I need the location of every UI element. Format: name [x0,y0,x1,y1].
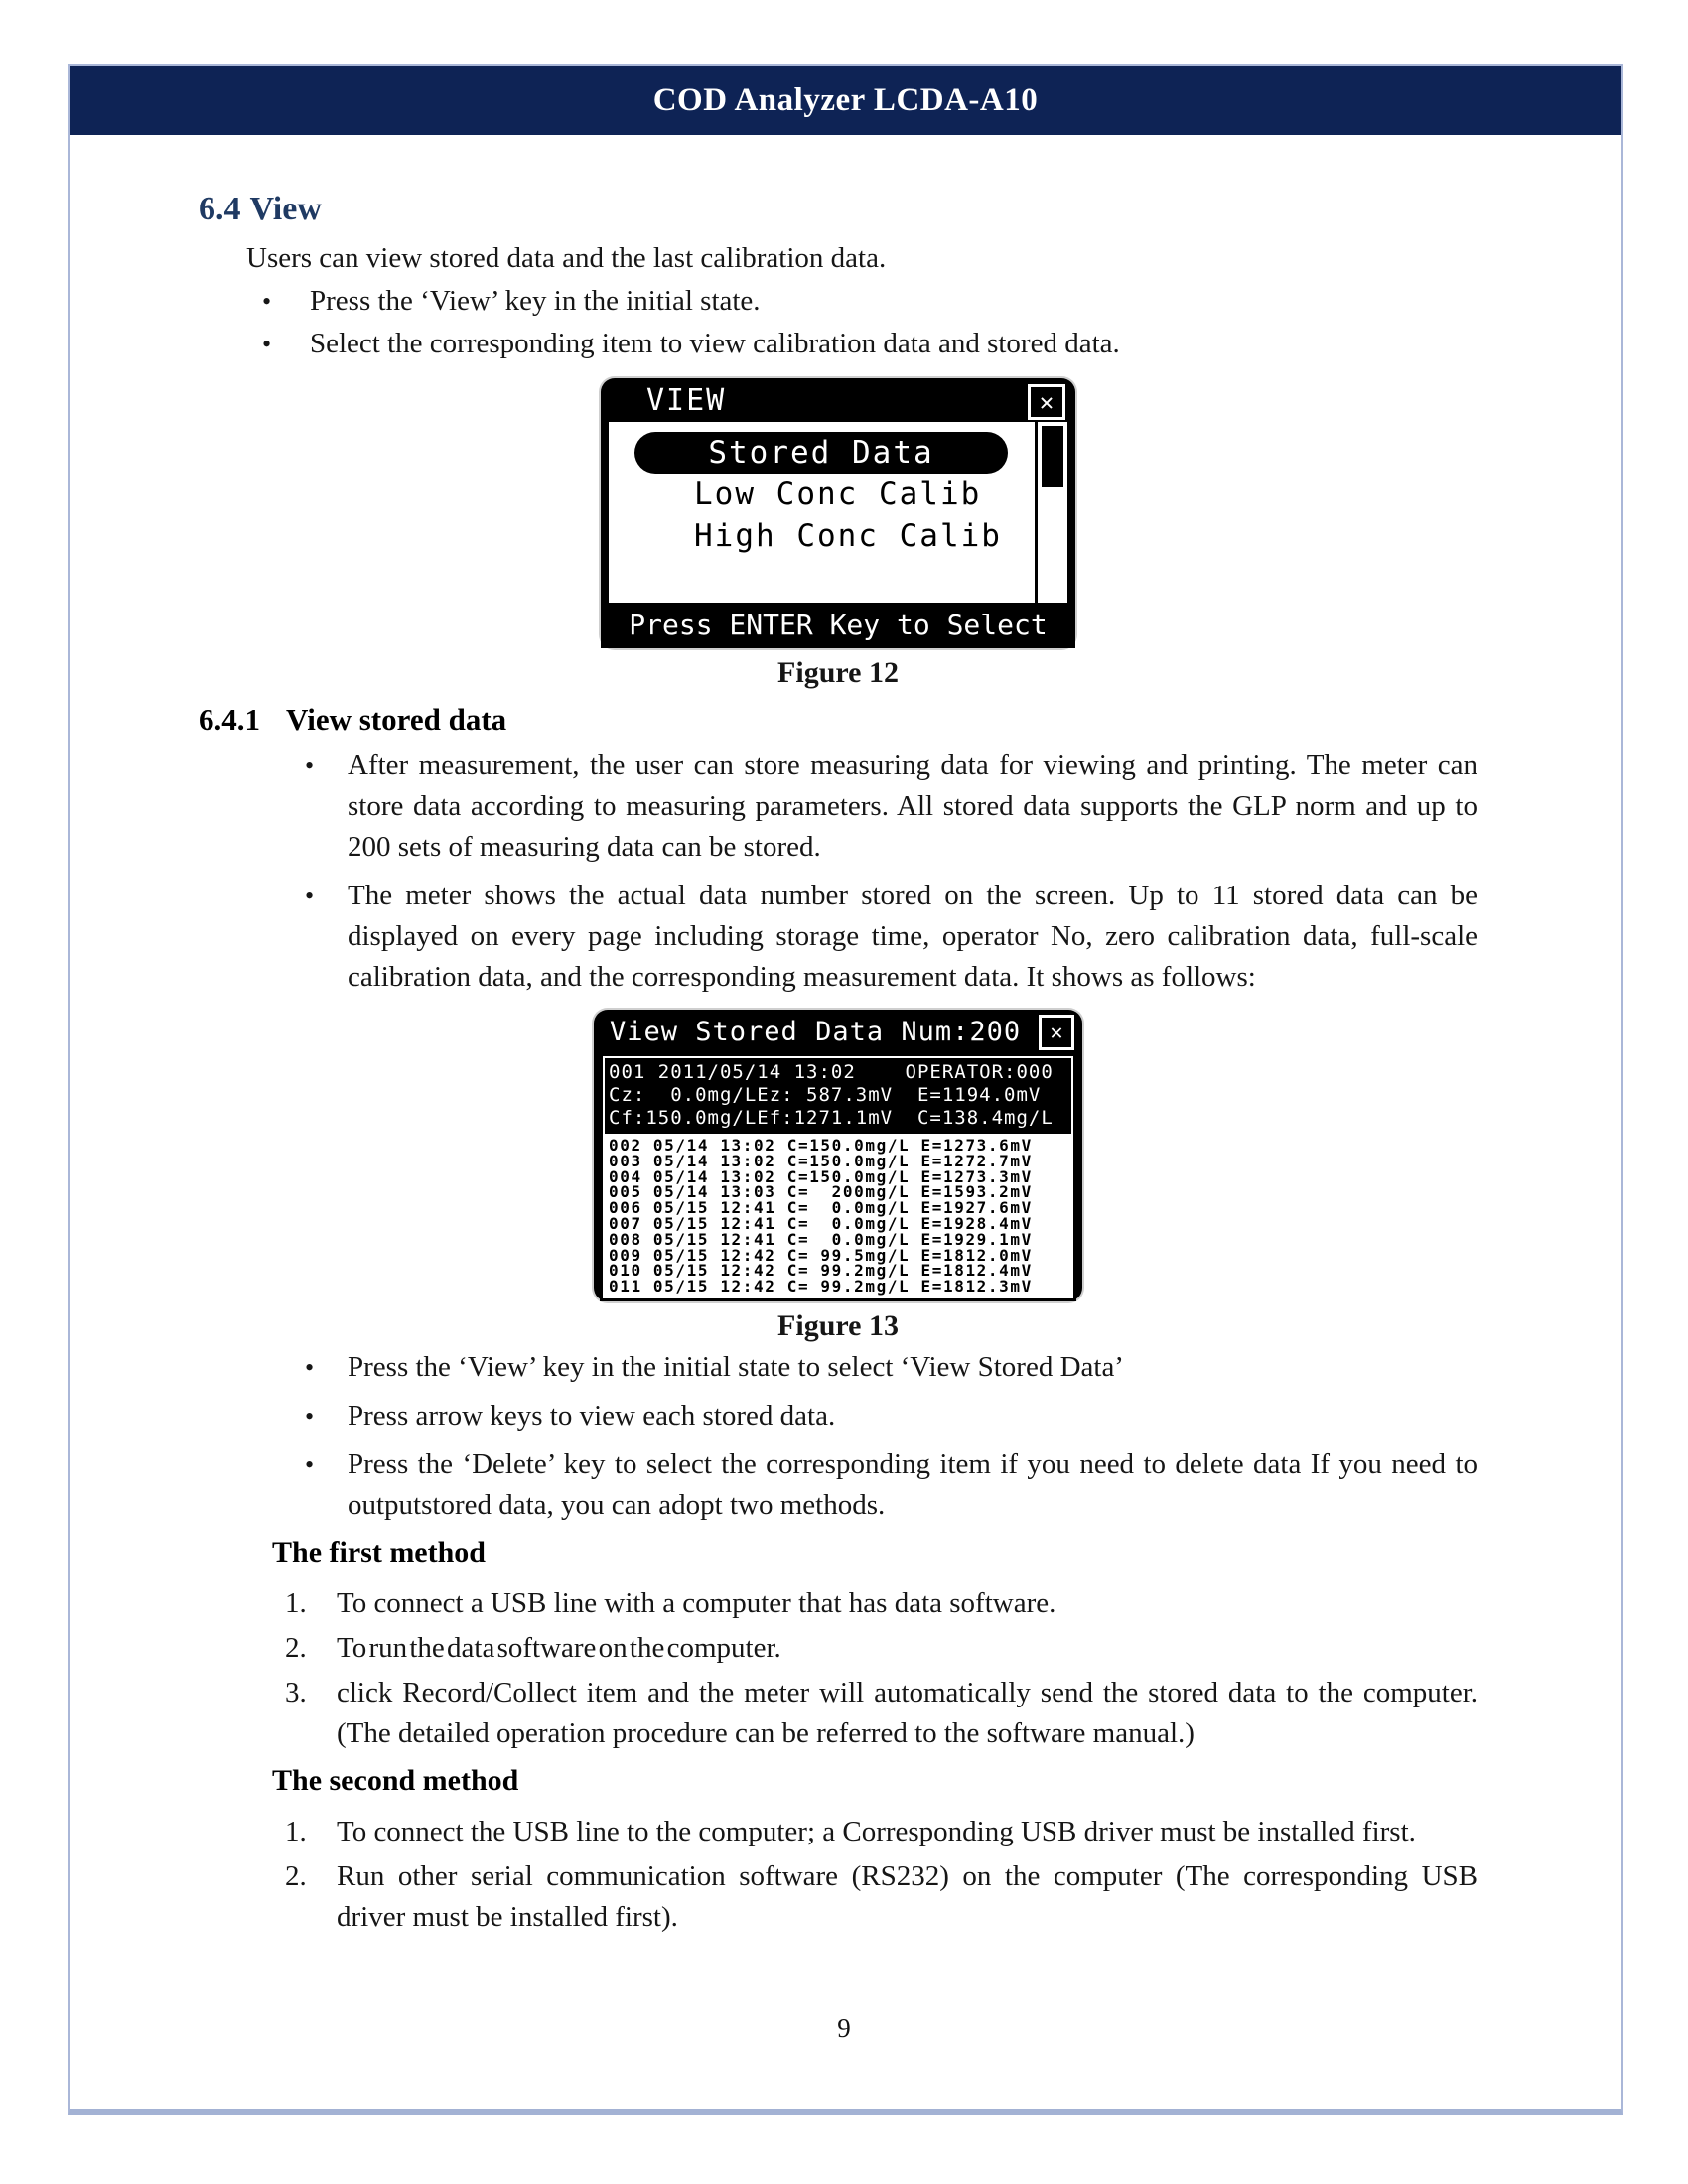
bullet-icon: • [262,287,272,316]
bullet-icon: • [262,330,272,358]
table-row: 005 05/14 13:03 C= 200mg/L E=1593.2mV [609,1182,1033,1202]
lcd13-title: View Stored Data Num:200 [610,1016,1022,1047]
list-item: • The meter shows the actual data number… [305,876,1477,998]
bullet-icon: • [305,1352,315,1382]
close-icon: ✕ [1039,1015,1074,1050]
subsection-title: View stored data [286,702,507,737]
lcd12-footer-hint: Press ENTER Key to Select [601,603,1075,648]
figure13-caption: Figure 13 [777,1308,899,1342]
bullet-icon: • [305,882,315,910]
list-item: • Press the ‘Delete’ key to select the c… [305,1444,1477,1526]
table-row: 010 05/15 12:42 C= 99.2mg/L E=1812.4mV [609,1261,1033,1281]
scrollbar [1035,422,1067,603]
step-number: 2. [285,1631,307,1664]
second-method-steps: 1. To connect the USB line to the comput… [285,1812,1477,1938]
section-6-4-1-bullets: • After measurement, the user can store … [305,746,1477,998]
document-title: COD Analyzer LCDA-A10 [652,81,1039,118]
list-item: • Press the ‘View’ key in the initial st… [262,281,1477,322]
page-number: 9 [837,2013,851,2043]
step-number: 3. [285,1676,307,1708]
scrollbar-thumb [1042,426,1063,487]
list-item: • Press arrow keys to view each stored d… [305,1396,1477,1436]
lcd12-titlebar: VIEW ✕ [601,378,1075,422]
list-item: 2. To run the data software on the compu… [285,1628,1477,1669]
table-row: 004 05/14 13:02 C=150.0mg/L E=1273.3mV [609,1166,1033,1186]
record-line: 001 2011/05/14 13:02 OPERATOR:000 [609,1061,1054,1083]
after-figure13-bullets: • Press the ‘View’ key in the initial st… [305,1347,1477,1526]
step-number: 1. [285,1586,307,1619]
section-number: 6.4 [199,191,241,227]
list-item: • Select the corresponding item to view … [262,324,1477,364]
table-row: 007 05/15 12:41 C= 0.0mg/L E=1928.4mV [609,1213,1033,1233]
table-row: 002 05/14 13:02 C=150.0mg/L E=1273.6mV [609,1136,1033,1155]
lcd13-titlebar: View Stored Data Num:200 ✕ [594,1010,1082,1053]
figure12-lcd-screen: VIEW ✕ Stored Data Low Conc Calib High C… [601,378,1075,648]
page-frame: COD Analyzer LCDA-A10 6.4 View Users can… [68,64,1623,2115]
close-icon: ✕ [1028,384,1065,420]
list-item: 3. click Record/Collect item and the met… [285,1673,1477,1754]
menu-item: High Conc Calib [694,518,1002,554]
lcd12-menu: Stored Data Low Conc Calib High Conc Cal… [609,432,1067,557]
step-number: 2. [285,1859,307,1892]
table-row: 006 05/15 12:41 C= 0.0mg/L E=1927.6mV [609,1198,1033,1218]
figure12-caption: Figure 12 [777,656,899,689]
list-item: 2. Run other serial communication softwa… [285,1856,1477,1938]
section-6-4-intro: Users can view stored data and the last … [246,242,887,274]
first-method-heading: The first method [272,1535,486,1569]
bullet-icon: • [305,1401,315,1431]
menu-item: Low Conc Calib [694,477,982,512]
section-6-4-heading: 6.4 View [199,191,1477,228]
list-item: • Press the ‘View’ key in the initial st… [305,1347,1477,1388]
second-method-heading: The second method [272,1763,519,1797]
record-line: Cf:150.0mg/LEf:1271.1mV C=138.4mg/L [609,1107,1054,1129]
lcd12-title: VIEW [646,382,727,418]
page-content: 6.4 View Users can view stored data and … [70,191,1621,1938]
table-row: 003 05/14 13:02 C=150.0mg/L E=1272.7mV [609,1151,1033,1170]
table-row: 011 05/15 12:42 C= 99.2mg/L E=1812.3mV [609,1277,1033,1297]
menu-item-selected: Stored Data [633,432,1009,474]
bullet-icon: • [305,751,315,780]
bullet-icon: • [305,1449,315,1479]
header-band: COD Analyzer LCDA-A10 [70,66,1621,135]
subsection-number: 6.4.1 [199,702,260,737]
step-number: 1. [285,1815,307,1847]
record-line: Cz: 0.0mg/LEz: 587.3mV E=1194.0mV [609,1084,1042,1106]
list-item: 1. To connect a USB line with a computer… [285,1583,1477,1624]
section-6-4-1-heading: 6.4.1 View stored data [199,702,1477,738]
list-item: 1. To connect the USB line to the comput… [285,1812,1477,1852]
figure13-lcd-screen: View Stored Data Num:200 ✕ 001 2011/05/1… [594,1010,1082,1301]
table-row: 008 05/15 12:41 C= 0.0mg/L E=1929.1mV [609,1229,1033,1249]
section-6-4-bullets: • Press the ‘View’ key in the initial st… [262,281,1477,364]
first-method-steps: 1. To connect a USB line with a computer… [285,1583,1477,1754]
table-row: 009 05/15 12:42 C= 99.5mg/L E=1812.0mV [609,1245,1033,1265]
lcd12-body: Stored Data Low Conc Calib High Conc Cal… [609,422,1067,603]
section-title: View [249,191,322,227]
list-item: • After measurement, the user can store … [305,746,1477,868]
